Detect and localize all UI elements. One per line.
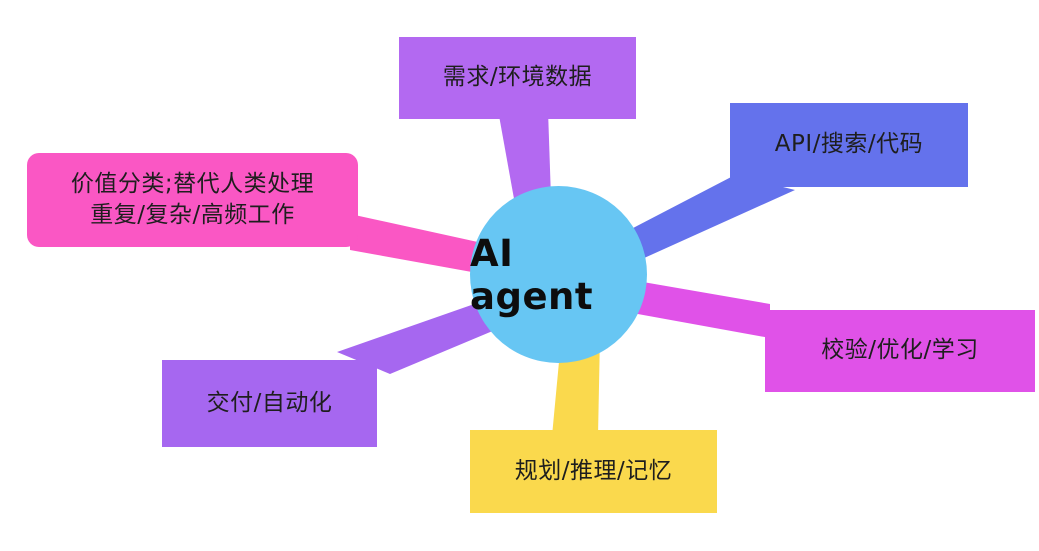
node-requirements: 需求/环境数据 [399,37,636,119]
link-center-to-api [610,175,795,268]
node-api-search-code: API/搜索/代码 [730,103,968,187]
node-delivery-automation: 交付/自动化 [162,360,377,447]
node-delivery-label: 交付/自动化 [206,389,333,416]
link-center-to-validation [616,278,770,338]
node-validation-optimization: 校验/优化/学习 [765,310,1035,392]
node-value-label-line2: 重复/复杂/高频工作 [90,202,295,228]
node-value-classification: 价值分类;替代人类处理 重复/复杂/高频工作 [27,153,358,247]
node-planning-label: 规划/推理/记忆 [514,457,673,484]
node-validation-label: 校验/优化/学习 [821,337,979,364]
node-value-label-line1: 价值分类;替代人类处理 [70,170,315,197]
node-api-label: API/搜索/代码 [774,131,924,158]
center-node-ai-agent: AI agent [470,186,647,363]
link-center-to-delivery [337,295,514,374]
center-node-label: AI agent [470,231,594,318]
node-planning-reasoning-memory: 规划/推理/记忆 [470,430,717,513]
link-center-to-value [350,214,496,276]
node-requirements-label: 需求/环境数据 [442,64,593,91]
